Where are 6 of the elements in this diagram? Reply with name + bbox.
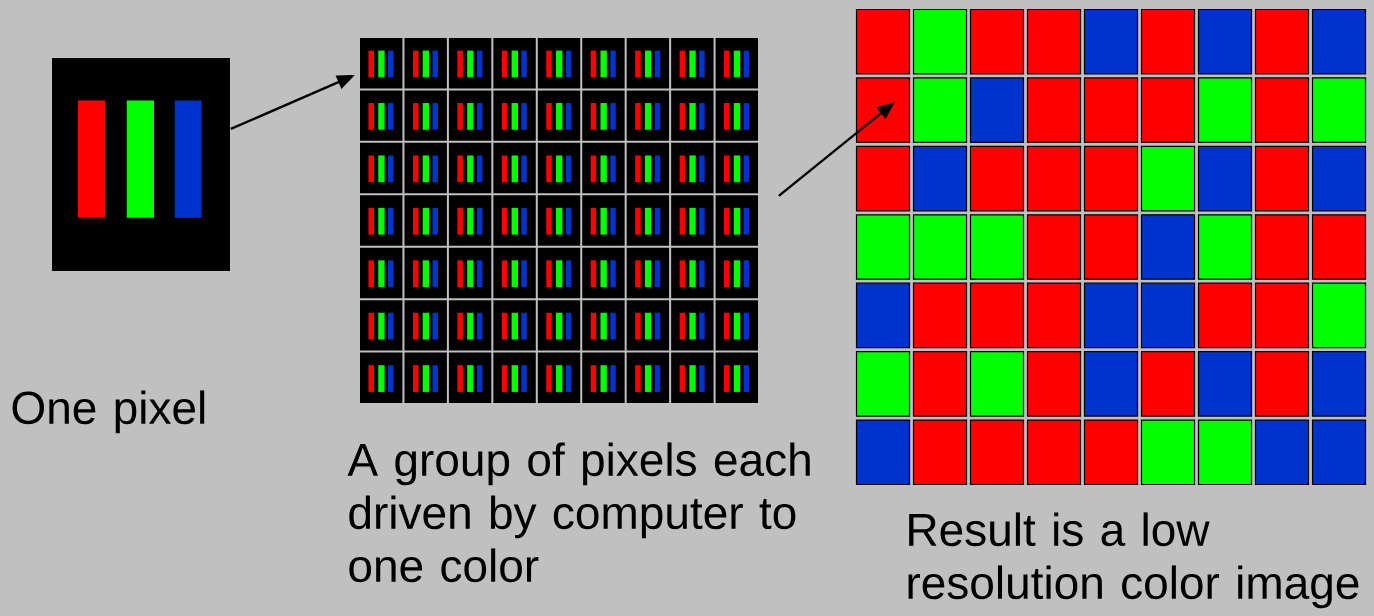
pixel-drawing (360, 38, 758, 403)
node-label: One pixel (12, 390, 205, 434)
node-label: Result is a low resolution color image (908, 512, 1359, 609)
pixel-drawing (855, 8, 1367, 486)
node-label: A group of pixels each driven by computer to one color (347, 442, 810, 583)
pixel-drawing (52, 58, 230, 271)
